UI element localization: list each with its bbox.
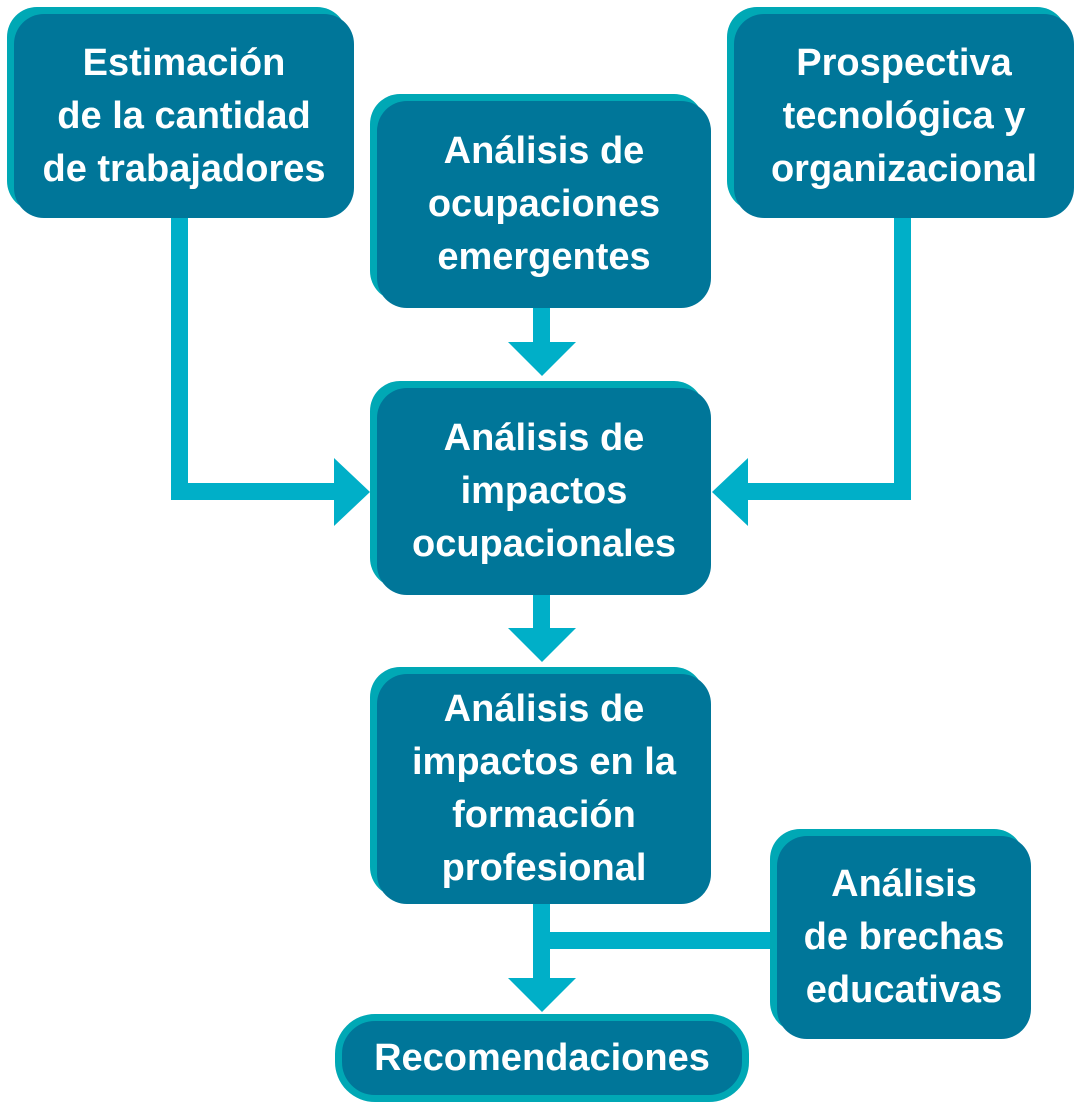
- node-impactos-ocupacionales: Análisis de impactos ocupacionales: [377, 388, 711, 595]
- connector-brechas-horizontal: [541, 932, 777, 949]
- node-estimacion: Estimación de la cantidad de trabajadore…: [14, 14, 354, 218]
- node-ocupaciones-emergentes: Análisis de ocupaciones emergentes: [377, 101, 711, 308]
- arrowhead-estimacion: [334, 458, 370, 526]
- arrowhead-impactos: [508, 628, 576, 662]
- node-prospectiva: Prospectiva tecnológica y organizacional: [734, 14, 1074, 218]
- node-impactos-ocupacionales-label: Análisis de impactos ocupacionales: [412, 417, 676, 565]
- arrowhead-ocupaciones: [508, 342, 576, 376]
- arrowhead-prospectiva: [712, 458, 748, 526]
- connector-estimacion-horizontal: [171, 483, 341, 500]
- connector-prospectiva-vertical: [894, 210, 911, 500]
- node-brechas-educativas: Análisis de brechas educativas: [777, 836, 1031, 1039]
- connector-ocupaciones-stem: [533, 306, 550, 344]
- node-recomendaciones-label: Recomendaciones: [374, 1036, 710, 1079]
- arrowhead-formacion: [508, 978, 576, 1012]
- connector-impactos-stem: [533, 594, 550, 630]
- connector-estimacion-vertical: [171, 210, 188, 500]
- node-formacion-profesional-label: Análisis de impactos en la formación pro…: [412, 688, 676, 889]
- connector-prospectiva-horizontal: [742, 483, 911, 500]
- node-formacion-profesional: Análisis de impactos en la formación pro…: [377, 674, 711, 904]
- node-ocupaciones-emergentes-label: Análisis de ocupaciones emergentes: [427, 130, 661, 278]
- node-brechas-educativas-label: Análisis de brechas educativas: [803, 863, 1005, 1011]
- node-estimacion-label: Estimación de la cantidad de trabajadore…: [42, 41, 326, 190]
- node-recomendaciones: Recomendaciones: [335, 1014, 749, 1102]
- node-prospectiva-label: Prospectiva tecnológica y organizacional: [770, 41, 1038, 190]
